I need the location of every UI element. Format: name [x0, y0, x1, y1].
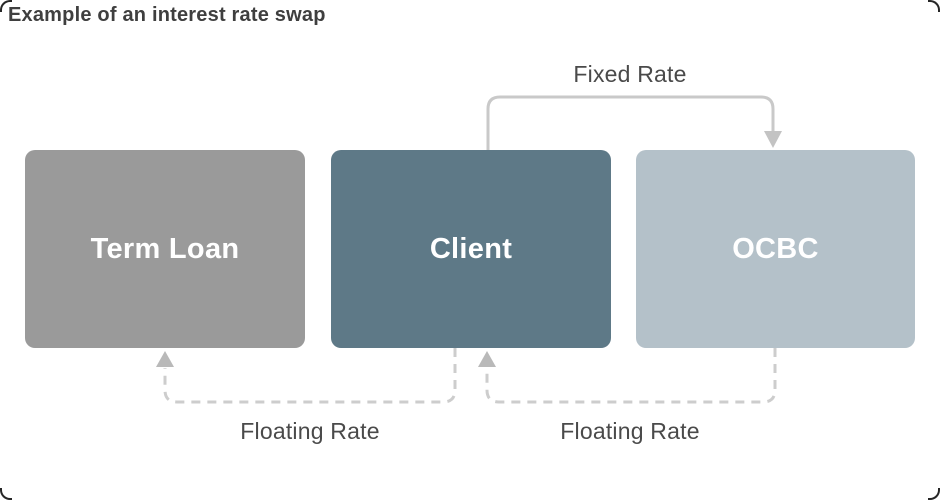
floating-rate-right-arrowhead-icon — [478, 351, 496, 367]
frame-corner-bottom-right — [928, 488, 940, 500]
floating-rate-left-label: Floating Rate — [240, 418, 380, 444]
page-title: Example of an interest rate swap — [8, 4, 326, 26]
fixed-rate-label: Fixed Rate — [573, 61, 687, 87]
term-loan-box: Term Loan — [25, 150, 305, 348]
floating-rate-right-arrow-line — [485, 348, 777, 404]
term-loan-box-label: Term Loan — [90, 232, 240, 265]
floating-rate-right-label: Floating Rate — [560, 418, 700, 444]
frame-corner-top-right — [928, 0, 940, 12]
client-box-label: Client — [429, 232, 513, 265]
frame-corner-top-left — [0, 0, 12, 12]
floating-rate-left-arrowhead-icon — [156, 351, 174, 367]
ocbc-box: OCBC — [636, 150, 915, 348]
floating-rate-left-arrow-line — [163, 348, 457, 404]
client-box: Client — [331, 150, 611, 348]
fixed-rate-arrow-line — [486, 95, 775, 150]
ocbc-box-label: OCBC — [732, 232, 819, 265]
fixed-rate-arrowhead-icon — [764, 131, 782, 148]
frame-corner-bottom-left — [0, 488, 12, 500]
